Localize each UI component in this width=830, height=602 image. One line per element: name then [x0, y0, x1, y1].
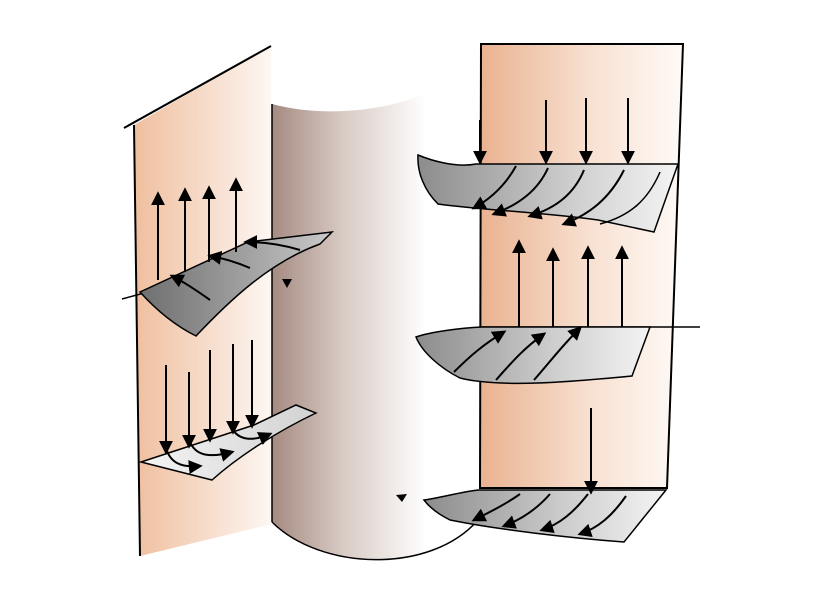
right-bottom-sheet	[422, 408, 668, 543]
right-top-sheet	[417, 98, 680, 233]
triangle-marker-lower	[396, 494, 407, 502]
cylinder	[271, 60, 479, 561]
left-upper-sheet	[121, 177, 335, 337]
left-lower-sheet	[138, 340, 318, 481]
triangle-marker-upper	[282, 279, 292, 288]
right-panel	[478, 43, 685, 489]
right-middle-sheet	[415, 239, 700, 385]
